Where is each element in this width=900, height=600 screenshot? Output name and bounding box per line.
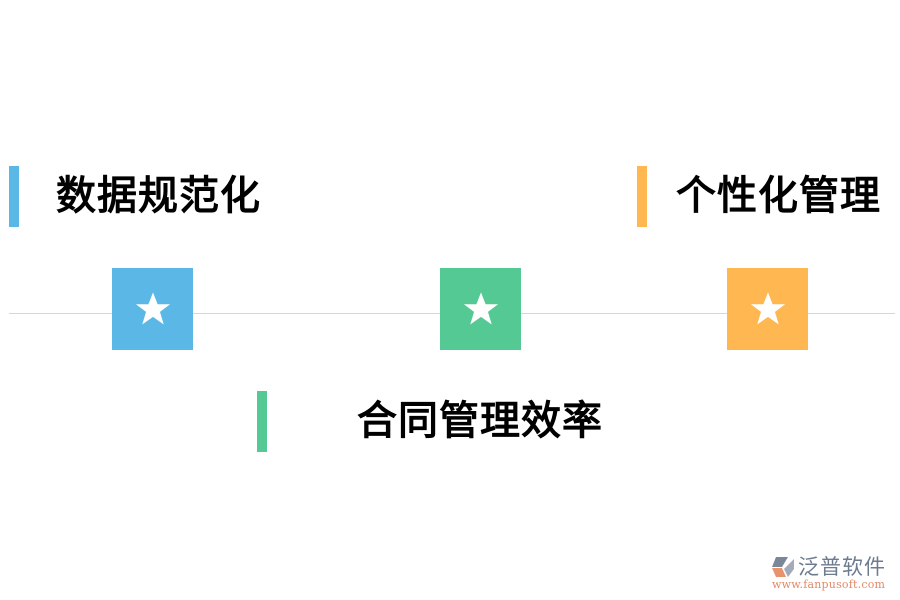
logo-url: www.fanpusoft.com: [772, 578, 886, 591]
node-data-standardization: [112, 268, 193, 350]
star-icon: [463, 292, 498, 325]
accent-bar-green: [257, 391, 267, 452]
label-data-standardization: 数据规范化: [56, 173, 261, 219]
accent-bar-orange: [637, 166, 647, 227]
logo-name: 泛普软件: [798, 555, 886, 579]
node-contract-efficiency: [440, 268, 521, 350]
label-contract-efficiency: 合同管理效率: [357, 398, 603, 444]
node-personalized-management: [727, 268, 808, 350]
label-personalized-management: 个性化管理: [676, 173, 881, 219]
logo-mark-icon: [772, 557, 794, 577]
star-icon: [750, 292, 785, 325]
brand-logo: 泛普软件 www.fanpusoft.com: [770, 553, 895, 593]
star-icon: [135, 292, 170, 325]
accent-bar-blue: [9, 166, 19, 227]
